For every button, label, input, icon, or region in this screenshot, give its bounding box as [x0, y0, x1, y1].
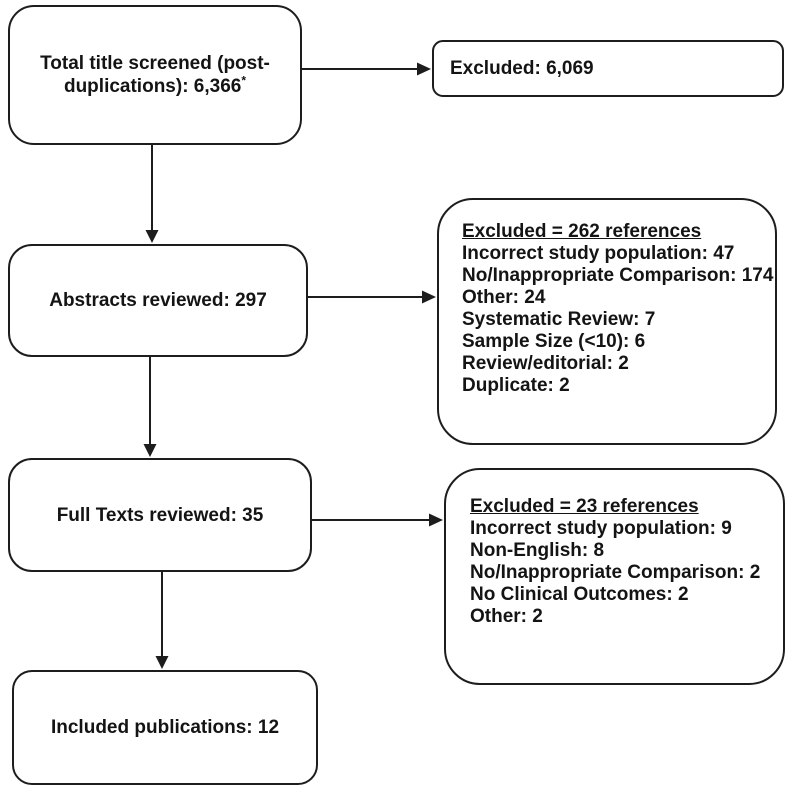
- arrow-abstracts-to-fulltexts-icon: [143, 357, 157, 457]
- excluded-abstracts-item: Incorrect study population: 47: [462, 243, 735, 264]
- arrow-titles-to-abstracts-icon: [145, 145, 159, 243]
- abstracts-reviewed-label: Abstracts reviewed: 297: [49, 290, 267, 311]
- box-excluded-abstracts: Excluded = 262 references Incorrect stud…: [437, 198, 777, 445]
- excluded-abstracts-item: No/Inappropriate Comparison: 174: [462, 265, 774, 286]
- excluded-abstracts-item: Systematic Review: 7: [462, 309, 656, 330]
- box-excluded-titles: Excluded: 6,069: [432, 40, 784, 97]
- excluded-fulltexts-item: No Clinical Outcomes: 2: [470, 584, 689, 605]
- titles-screened-label: Total title screened (post-duplications)…: [24, 52, 286, 98]
- box-abstracts-reviewed: Abstracts reviewed: 297: [8, 244, 308, 357]
- arrow-fulltexts-to-included-icon: [155, 572, 169, 669]
- excluded-fulltexts-item: No/Inappropriate Comparison: 2: [470, 562, 761, 583]
- arrow-titles-to-excluded-icon: [301, 62, 431, 76]
- excluded-fulltexts-item: Incorrect study population: 9: [470, 518, 732, 539]
- excluded-abstracts-item: Other: 24: [462, 287, 546, 308]
- excluded-abstracts-item: Review/editorial: 2: [462, 353, 629, 374]
- arrow-fulltexts-to-excluded-icon: [312, 513, 443, 527]
- excluded-fulltexts-item: Non-English: 8: [470, 540, 605, 561]
- box-titles-screened: Total title screened (post-duplications)…: [8, 5, 302, 145]
- excluded-abstracts-header: Excluded = 262 references: [462, 221, 702, 242]
- excluded-abstracts-item: Sample Size (<10): 6: [462, 331, 646, 352]
- box-fulltexts-reviewed: Full Texts reviewed: 35: [8, 458, 312, 572]
- excluded-fulltexts-item: Other: 2: [470, 606, 543, 627]
- excluded-titles-label: Excluded: 6,069: [450, 58, 594, 79]
- arrow-abstracts-to-excluded-icon: [308, 290, 436, 304]
- fulltexts-reviewed-label: Full Texts reviewed: 35: [56, 504, 264, 526]
- footnote-asterisk: *: [241, 73, 247, 88]
- excluded-fulltexts-header: Excluded = 23 references: [470, 496, 699, 517]
- box-excluded-fulltexts: Excluded = 23 references Incorrect study…: [444, 468, 785, 685]
- included-publications-label: Included publications: 12: [50, 717, 280, 738]
- excluded-abstracts-item: Duplicate: 2: [462, 375, 570, 396]
- box-included-publications: Included publications: 12: [12, 670, 318, 785]
- titles-screened-text: Total title screened (post-duplications)…: [40, 53, 270, 97]
